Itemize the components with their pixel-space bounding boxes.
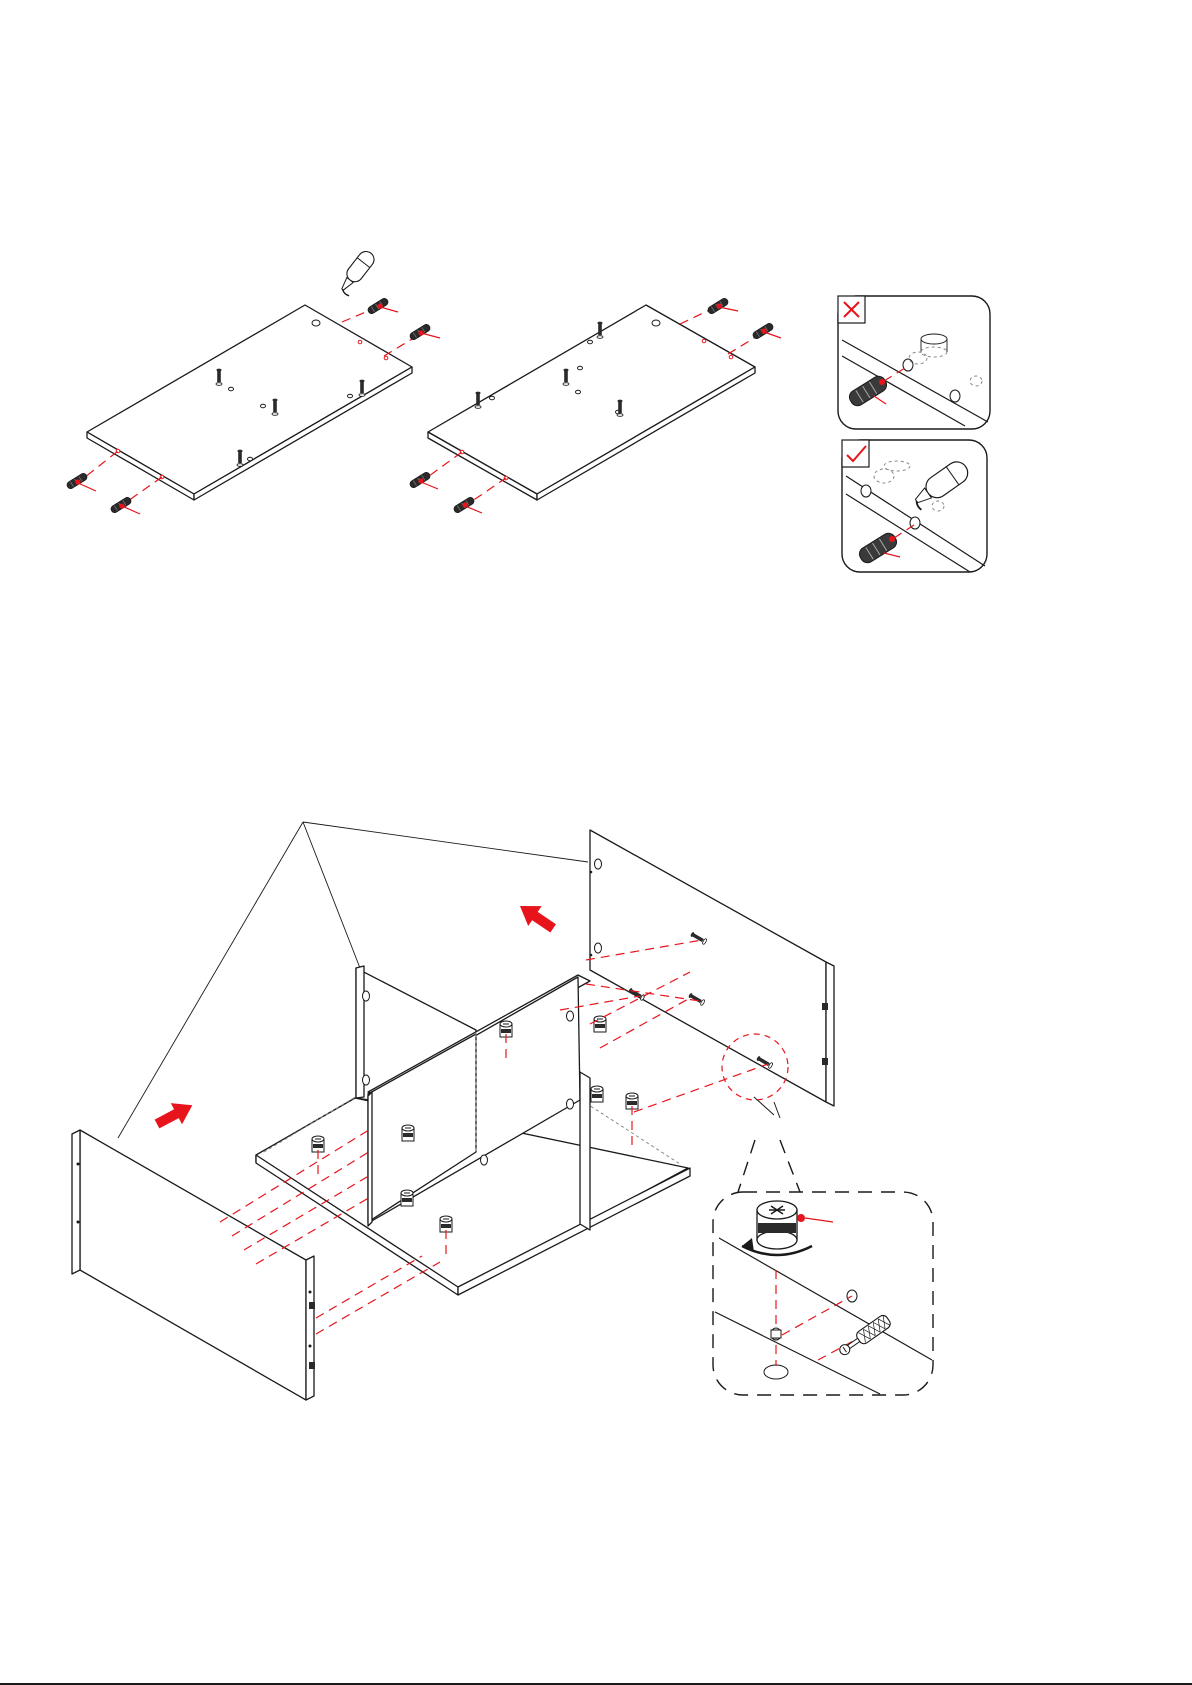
wooden-dowel-icon: [409, 471, 438, 489]
right-way-callout: [842, 440, 987, 572]
cam-bolt-icon: [837, 1314, 893, 1359]
wrong-way-callout: [838, 296, 990, 429]
wooden-dowel-icon: [752, 322, 781, 340]
dowel-stub: [771, 1330, 781, 1338]
wooden-dowel-icon: [367, 297, 398, 315]
wooden-dowel-icon: [453, 496, 482, 514]
push-arrow-icon: [513, 896, 560, 938]
glue-bottle-icon: [335, 248, 378, 296]
step1-panel-right: [409, 297, 781, 514]
side-panel-right: [590, 830, 834, 1106]
cam-lock-icon: [757, 1201, 797, 1249]
wooden-dowel-icon: [110, 496, 140, 514]
wooden-dowel-icon: [66, 472, 96, 491]
step1-panel-left: [66, 248, 440, 514]
cam-lock-detail-callout: [713, 1140, 933, 1395]
push-arrow-icon: [151, 1095, 198, 1135]
wooden-dowel-icon: [409, 323, 440, 341]
wooden-dowel-icon: [707, 297, 738, 315]
